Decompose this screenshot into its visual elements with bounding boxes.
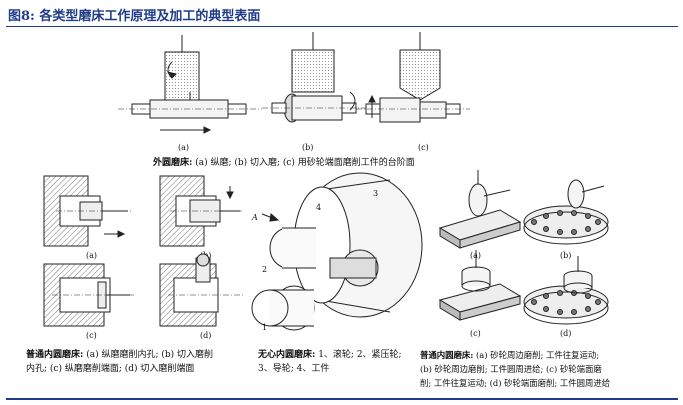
centerless-label-1: 1	[262, 323, 267, 332]
centerless-label-4: 4	[316, 203, 321, 212]
surface-caption: 普通内圆磨床: (a) 砂轮周边磨削; 工件往复运动; (b) 砂轮周边磨削; …	[420, 348, 610, 390]
surface-grinding-fig-b	[523, 179, 609, 245]
centerless-label-a: A	[251, 213, 258, 222]
surface-grinding-fig-d	[523, 256, 609, 325]
internal-caption-line2: 内孔; (c) 纵磨磨削端面; (d) 切入磨削端面	[26, 364, 195, 374]
internal-caption-line1: (a) 纵磨磨削内孔; (b) 切入磨削	[86, 350, 213, 360]
surface-caption-line1: (a) 砂轮周边磨削; 工件往复运动;	[476, 350, 600, 360]
top-sublabel-a: (a)	[178, 143, 189, 152]
centerless-caption-line2: 3、导轮; 4、工件	[258, 364, 330, 374]
internal-caption-head: 普通内圆磨床:	[26, 350, 84, 360]
top-sublabel-c: (c)	[418, 143, 429, 152]
surface-sublabel-b: (b)	[560, 251, 571, 260]
internal-grinding-fig-b	[159, 175, 244, 247]
centerless-label-2: 2	[262, 265, 267, 274]
internal-grinding-fig-a	[43, 175, 132, 247]
internal-sublabel-c: (c)	[86, 331, 97, 340]
surface-grinding-fig-c	[438, 250, 522, 321]
centerless-grinding-fig	[251, 172, 423, 331]
surface-caption-line3: 削; 工件往复运动; (d) 砂轮端面磨削; 工件圆周进给	[420, 378, 611, 388]
top-caption-head: 外圆磨床:	[153, 158, 193, 168]
surface-sublabel-c: (c)	[470, 329, 481, 338]
centerless-caption-line1: 1、滚轮; 2、紧压轮;	[318, 350, 402, 360]
centerless-caption-head: 无心内圆磨床:	[258, 350, 316, 360]
internal-sublabel-a: (a)	[86, 251, 97, 260]
figure-title-bar: 图8: 各类型磨床工作原理及加工的典型表面	[0, 0, 683, 28]
internal-grinding-fig-d	[159, 253, 244, 327]
external-grinding-fig-b	[262, 32, 366, 123]
figure-title: 图8: 各类型磨床工作原理及加工的典型表面	[8, 9, 261, 24]
centerless-caption: 无心内圆磨床: 1、滚轮; 2、紧压轮; 3、导轮; 4、工件	[258, 348, 402, 376]
surface-caption-line2: (b) 砂轮周边磨削; 工件圆周进给; (c) 砂轮端面磨	[420, 364, 602, 374]
top-caption: 外圆磨床: (a) 纵磨; (b) 切入磨; (c) 用砂轮端面磨削工件的台阶面	[153, 156, 415, 170]
surface-caption-head: 普通内圆磨床:	[420, 350, 474, 360]
grinding-diagram: (a) (b) (c) (a)	[43, 32, 609, 340]
centerless-label-3: 3	[373, 189, 378, 198]
top-caption-body: (a) 纵磨; (b) 切入磨; (c) 用砂轮端面磨削工件的台阶面	[195, 158, 415, 168]
surface-grinding-fig-a	[438, 170, 522, 249]
top-sublabel-b: (b)	[302, 143, 313, 152]
internal-sublabel-d: (d)	[200, 331, 211, 340]
bottom-divider	[6, 398, 678, 400]
surface-sublabel-d: (d)	[560, 329, 571, 338]
external-grinding-fig-a	[118, 35, 262, 134]
internal-caption: 普通内圆磨床: (a) 纵磨磨削内孔; (b) 切入磨削 内孔; (c) 纵磨磨…	[26, 348, 213, 376]
title-divider	[6, 26, 678, 27]
external-grinding-fig-c	[356, 32, 470, 123]
internal-grinding-fig-c	[43, 263, 134, 327]
